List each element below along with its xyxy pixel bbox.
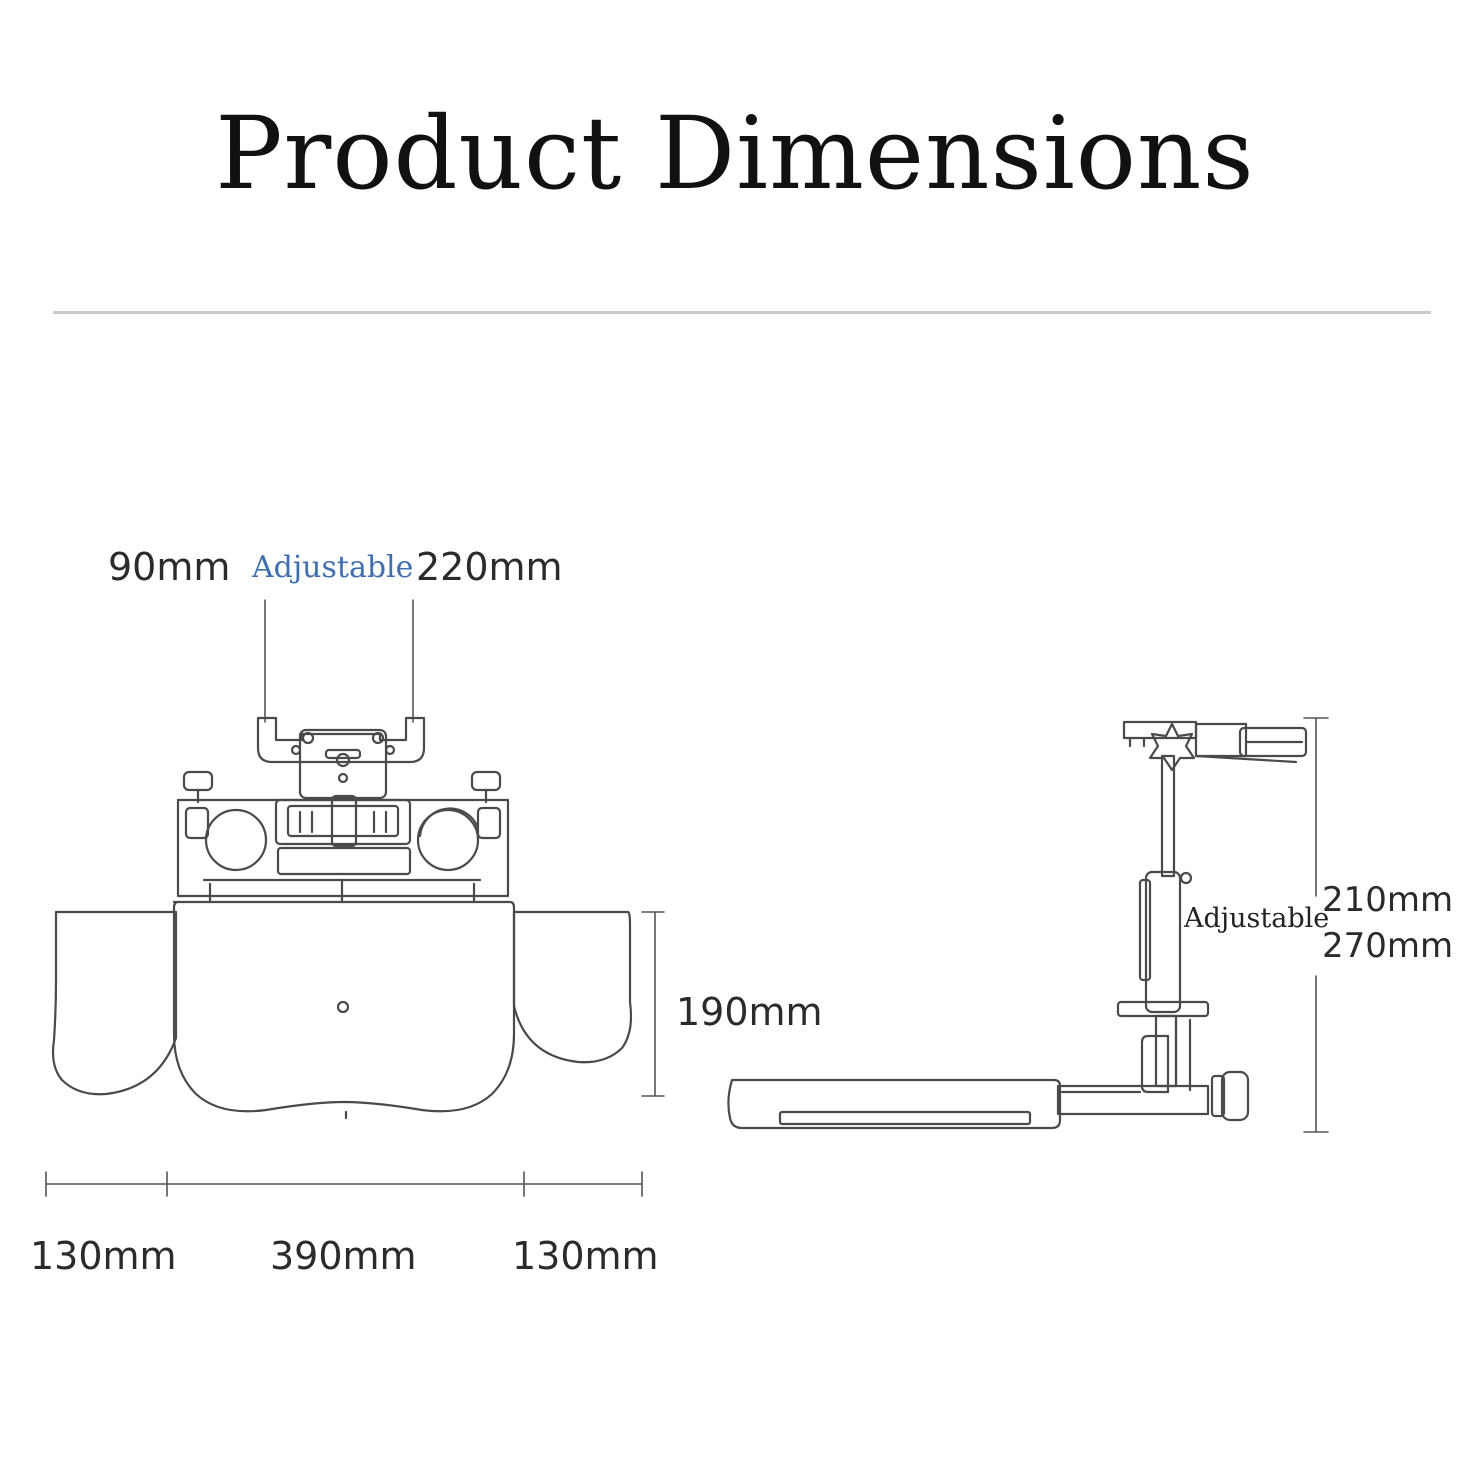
front-view-drawing	[45, 599, 665, 1197]
mount-width-min-label: 90mm	[108, 545, 231, 589]
page-title: Product Dimensions	[215, 95, 1255, 212]
front-height-label: 190mm	[676, 990, 823, 1034]
side-height-max-label: 270mm	[1322, 926, 1454, 966]
side-height-adjustable-label: Adjustable	[1184, 903, 1330, 934]
side-height-min-label: 210mm	[1322, 880, 1454, 920]
center-width-label: 390mm	[270, 1234, 417, 1278]
divider	[53, 311, 1431, 314]
mount-width-max-label: 220mm	[416, 545, 563, 589]
mount-width-adjustable-label: Adjustable	[252, 550, 414, 585]
side-view-drawing	[727, 717, 1329, 1133]
right-wing-width-label: 130mm	[512, 1234, 659, 1278]
left-wing-width-label: 130mm	[30, 1234, 177, 1278]
